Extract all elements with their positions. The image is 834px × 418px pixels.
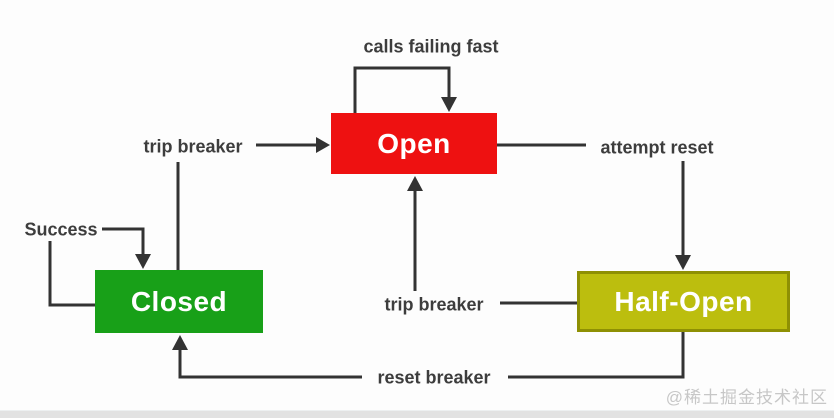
label-trip-breaker-halfopen-to-open: trip breaker [384, 294, 484, 315]
label-success: Success [24, 219, 98, 240]
label-attempt-reset: attempt reset [600, 137, 714, 158]
arrowheads-group [135, 97, 691, 350]
watermark-text: @稀土掘金技术社区 [665, 388, 828, 407]
edge-halfopen-to-closed-right [508, 332, 685, 379]
arrowhead-into-open-top [441, 97, 457, 112]
edge-open-self-loop [353, 66, 451, 113]
edge-lines-group [48, 66, 685, 379]
arrowhead-into-closed-top [135, 254, 151, 269]
state-open-label: Open [377, 127, 451, 159]
state-closed-label: Closed [130, 285, 228, 317]
state-half-open-label: Half-Open [614, 285, 753, 317]
arrowhead-into-closed-bottom [172, 335, 188, 350]
arrowhead-into-open-bottom [407, 176, 423, 191]
edge-halfopen-to-closed-left [178, 349, 362, 379]
label-calls-failing-fast: calls failing fast [363, 36, 499, 57]
state-half-open: Half-Open [577, 271, 790, 332]
arrowhead-into-halfopen-top [675, 255, 691, 270]
arrowhead-into-open-left [316, 137, 330, 153]
edge-closed-self-loop-in [102, 227, 145, 256]
state-open: Open [331, 113, 497, 174]
state-closed: Closed [95, 270, 263, 333]
edge-closed-self-loop-out [48, 241, 95, 307]
bottom-strip [0, 410, 834, 418]
label-trip-breaker-closed-to-open: trip breaker [143, 136, 243, 157]
label-reset-breaker: reset breaker [377, 367, 491, 388]
